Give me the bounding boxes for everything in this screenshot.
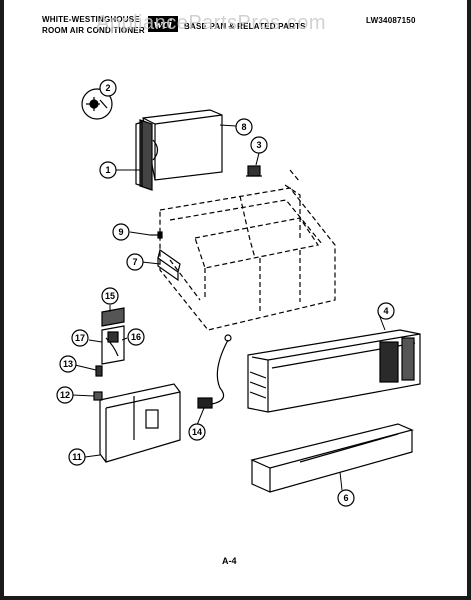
callout-1: 1 bbox=[99, 161, 117, 179]
callout-label: 16 bbox=[131, 332, 141, 342]
callout-label: 6 bbox=[343, 493, 348, 503]
brand-line-1: WHITE-WESTINGHOUSE bbox=[42, 15, 140, 24]
part-15-drawing bbox=[101, 307, 125, 327]
callout-12: 12 bbox=[56, 386, 74, 404]
callout-label: 15 bbox=[105, 291, 115, 301]
callout-16: 16 bbox=[127, 328, 145, 346]
part-7-drawing bbox=[157, 249, 181, 282]
page-label: A-4 bbox=[222, 556, 237, 566]
watermark: AppliancePartsPros.com bbox=[96, 12, 326, 34]
callout-label: 8 bbox=[241, 122, 246, 132]
part-16-17-drawing bbox=[101, 325, 125, 365]
callout-circle bbox=[112, 223, 130, 241]
part-1-drawing bbox=[135, 119, 159, 191]
callout-circle bbox=[377, 302, 395, 320]
part-12-drawing bbox=[93, 391, 103, 401]
part-4-drawing bbox=[247, 329, 421, 413]
callout-14: 14 bbox=[188, 423, 206, 441]
callout-label: 3 bbox=[256, 140, 261, 150]
callout-circle bbox=[56, 386, 74, 404]
brand-logo: wci bbox=[148, 16, 178, 32]
callout-label: 2 bbox=[105, 83, 110, 93]
part-2-drawing bbox=[81, 88, 113, 120]
part-8-drawing bbox=[142, 109, 223, 181]
chassis-dashed bbox=[159, 169, 336, 331]
callout-label: 7 bbox=[132, 257, 137, 267]
brand-line-2: ROOM AIR CONDITIONER bbox=[42, 26, 145, 35]
callout-label: 13 bbox=[63, 359, 73, 369]
part-6-drawing bbox=[250, 423, 414, 493]
callout-circle bbox=[127, 328, 145, 346]
callout-circle bbox=[337, 489, 355, 507]
callout-7: 7 bbox=[126, 253, 144, 271]
callout-15: 15 bbox=[101, 287, 119, 305]
callout-3: 3 bbox=[250, 136, 268, 154]
callout-label: 1 bbox=[105, 165, 110, 175]
callout-4: 4 bbox=[377, 302, 395, 320]
callout-circle bbox=[99, 79, 117, 97]
callout-circle bbox=[250, 136, 268, 154]
callout-circle bbox=[235, 118, 253, 136]
callout-8: 8 bbox=[235, 118, 253, 136]
callout-6: 6 bbox=[337, 489, 355, 507]
callout-label: 17 bbox=[75, 333, 85, 343]
callout-9: 9 bbox=[112, 223, 130, 241]
diagram-subtitle: BASE PAN & RELATED PARTS bbox=[184, 22, 306, 31]
callout-2: 2 bbox=[99, 79, 117, 97]
callout-circle bbox=[68, 448, 86, 466]
callout-circle bbox=[101, 287, 119, 305]
part-13-drawing bbox=[95, 365, 103, 377]
callout-circle bbox=[59, 355, 77, 373]
callout-label: 14 bbox=[192, 427, 202, 437]
callout-label: 11 bbox=[72, 452, 82, 462]
callout-circle bbox=[126, 253, 144, 271]
callout-17: 17 bbox=[71, 329, 89, 347]
callout-label: 4 bbox=[383, 306, 388, 316]
callout-circle bbox=[71, 329, 89, 347]
part-3-drawing bbox=[246, 165, 262, 177]
harness-drawing bbox=[197, 334, 232, 409]
callout-circle bbox=[188, 423, 206, 441]
callout-label: 12 bbox=[60, 390, 70, 400]
part-11-drawing bbox=[99, 383, 181, 463]
callout-11: 11 bbox=[68, 448, 86, 466]
model-number: LW34087150 bbox=[366, 16, 416, 25]
part-9-drawing bbox=[150, 231, 163, 239]
callout-label: 9 bbox=[118, 227, 123, 237]
callout-13: 13 bbox=[59, 355, 77, 373]
callout-circle bbox=[99, 161, 117, 179]
